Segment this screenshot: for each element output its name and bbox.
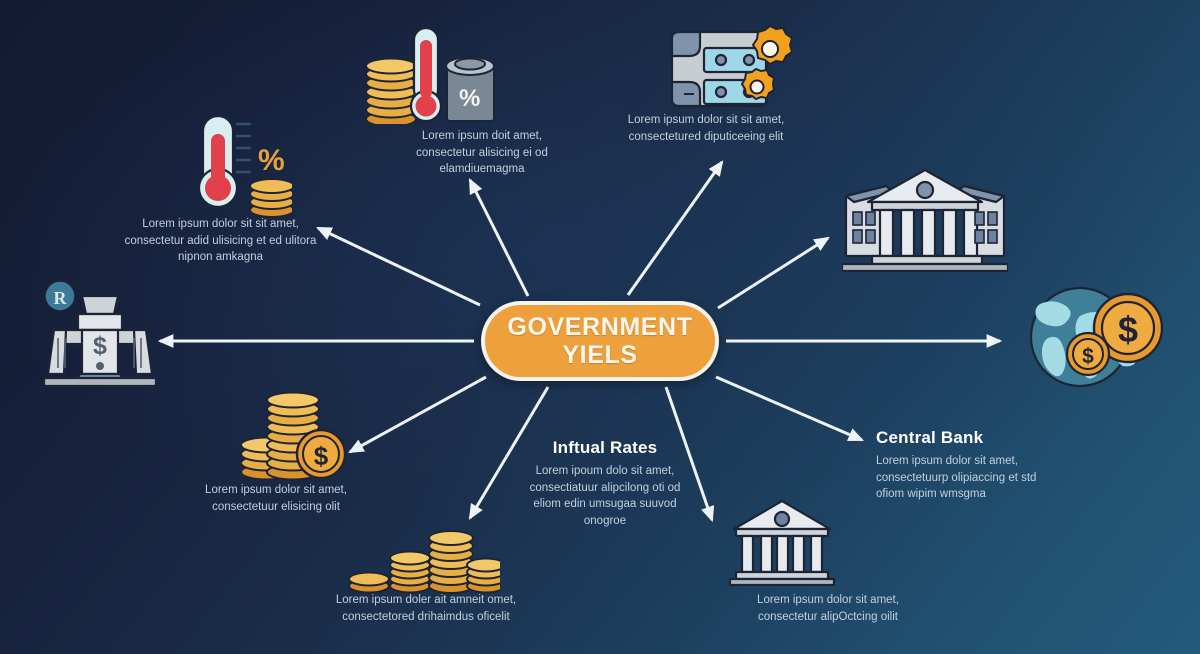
branch-bottom-left-text: Lorem ipsum dolor sit amet, consectetuur… — [188, 482, 364, 515]
bank-columns-icon — [728, 498, 836, 586]
arrow-to-top-left — [316, 226, 481, 307]
branch-central-bank-text: Central Bank Lorem ipsum dolor sit amet,… — [876, 428, 1044, 503]
center-node-label-line1: GOVERNMENT — [507, 313, 693, 341]
branch-inflation-rates-title: Inftual Rates — [552, 438, 658, 457]
branch-top-center-body: Lorem ipsum doit amet, consectetur alisi… — [416, 130, 548, 176]
arrow-to-right-lower — [715, 375, 865, 442]
svg-text:$: $ — [1082, 345, 1094, 368]
coin-stacks-growth-icon — [348, 518, 500, 594]
svg-text:$: $ — [93, 332, 107, 360]
branch-bottom-left-body: Lorem ipsum dolor sit amet, consectetuur… — [205, 484, 347, 513]
branch-top-right-body: Lorem ipsum dolor sit sit amet, consecte… — [627, 114, 785, 143]
svg-text:$: $ — [314, 441, 329, 471]
arrow-to-bottom-center — [468, 386, 550, 520]
monument-dollar-icon: $ R — [38, 278, 160, 388]
coin-stacks-dollar-icon: $ — [236, 392, 354, 480]
branch-top-left-body: Lorem ipsum dolor sit sit amet, consecte… — [124, 218, 317, 264]
branch-bottom-right-body: Lorem ipsum dolor sit amet, consectetur … — [757, 594, 899, 623]
arrow-to-bottom-left — [348, 375, 487, 454]
branch-top-center-text: Lorem ipsum doit amet, consectetur alisi… — [398, 128, 566, 178]
arrow-to-top-center — [468, 178, 530, 297]
svg-text:%: % — [459, 85, 480, 112]
svg-text:%: % — [258, 144, 285, 177]
globe-dollar-coins-icon: $ $ — [1018, 286, 1168, 388]
branch-bottom-right-text: Lorem ipsum dolor sit amet, consectetur … — [733, 592, 923, 625]
coins-thermometer-jar-percent-icon: % — [358, 26, 498, 124]
branch-central-bank-title: Central Bank — [876, 428, 984, 447]
banknotes-gears-icon — [660, 22, 792, 114]
branch-top-right-text: Lorem ipsum dolor sit sit amet, consecte… — [608, 112, 804, 145]
arrow-to-right-upper — [717, 236, 830, 310]
svg-text:$: $ — [1118, 309, 1138, 350]
branch-inflation-rates-body: Lorem ipoum dolo sit amet, consectiatuur… — [529, 465, 681, 528]
center-node-government-yields[interactable]: GOVERNMENT YIELS — [481, 301, 719, 381]
svg-text:R: R — [54, 288, 68, 308]
thermometer-percent-coins-icon: % — [180, 110, 292, 222]
branch-central-bank-body: Lorem ipsum dolor sit amet, consectetuur… — [876, 455, 1037, 501]
arrow-to-bottom-right — [664, 386, 715, 523]
bank-building-icon — [842, 168, 1008, 272]
center-node-label-line2: YIELS — [562, 341, 638, 369]
arrow-to-top-right — [626, 160, 724, 296]
branch-bottom-center-text: Lorem ipsum doler ait amneit omet, conse… — [322, 592, 530, 625]
branch-inflation-rates-text: Inftual Rates Lorem ipoum dolo sit amet,… — [522, 438, 688, 530]
branch-bottom-center-body: Lorem ipsum doler ait amneit omet, conse… — [335, 594, 517, 623]
branch-top-left-text: Lorem ipsum dolor sit sit amet, consecte… — [118, 216, 323, 266]
